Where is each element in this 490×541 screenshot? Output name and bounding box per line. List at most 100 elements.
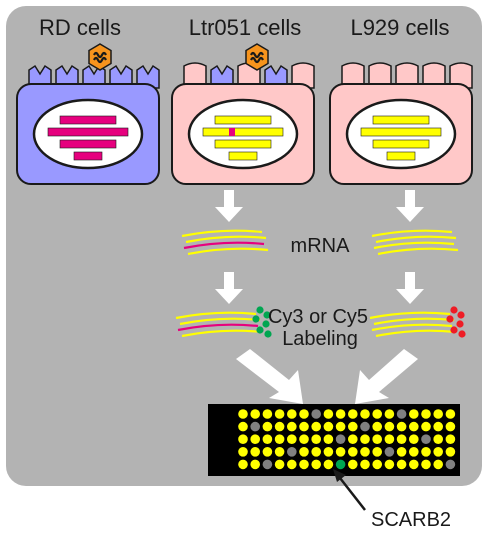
arrow-to-array-left bbox=[236, 349, 303, 404]
gene-bar bbox=[386, 151, 416, 161]
mrna-bundle-l929 bbox=[371, 229, 459, 256]
array-spot bbox=[360, 447, 370, 457]
gene-bar bbox=[228, 151, 258, 161]
array-spot bbox=[262, 459, 273, 470]
gene-bar-segment bbox=[229, 128, 235, 136]
mrna-label: mRNA bbox=[291, 235, 351, 257]
array-spot bbox=[409, 421, 419, 432]
labeling-label-line2: Labeling bbox=[282, 328, 358, 350]
labeling-label-line1: Cy3 or Cy5 bbox=[268, 306, 368, 328]
array-spot bbox=[409, 409, 419, 419]
arrow-l929-to-mrna bbox=[396, 190, 424, 222]
label-dot bbox=[446, 315, 454, 323]
array-spot bbox=[421, 421, 431, 432]
array-spot bbox=[287, 459, 297, 470]
array-spot bbox=[433, 421, 444, 432]
array-spot bbox=[396, 434, 407, 445]
array-spot bbox=[299, 434, 309, 445]
array-spot bbox=[360, 459, 370, 470]
mrna-strand bbox=[371, 229, 453, 238]
mrna-strand bbox=[377, 247, 459, 256]
array-spot bbox=[274, 459, 285, 470]
label-dot bbox=[262, 320, 270, 328]
surface-protein bbox=[422, 62, 446, 89]
array-spot bbox=[445, 447, 456, 457]
mrna-strand bbox=[183, 241, 265, 250]
mrna-strand bbox=[187, 247, 269, 256]
array-spot bbox=[409, 447, 419, 457]
array-spot bbox=[311, 434, 322, 445]
array-spot bbox=[396, 447, 407, 457]
gene-bar bbox=[372, 115, 430, 125]
array-spot bbox=[384, 409, 395, 419]
mrna-strand bbox=[181, 329, 263, 338]
label-dot bbox=[263, 311, 271, 319]
array-spot bbox=[274, 421, 285, 432]
array-spot bbox=[250, 409, 260, 419]
array-spot bbox=[287, 409, 297, 419]
array-spot bbox=[433, 447, 444, 457]
mrna-strand bbox=[181, 229, 263, 238]
array-spot bbox=[238, 447, 248, 457]
array-spot bbox=[348, 409, 358, 419]
gene-bar bbox=[73, 151, 103, 161]
gene-bar bbox=[214, 139, 272, 149]
mrna-strand bbox=[371, 323, 453, 332]
array-spot bbox=[372, 434, 383, 445]
mrna-strand bbox=[175, 311, 257, 320]
array-spot bbox=[323, 459, 334, 470]
array-spot bbox=[238, 409, 248, 419]
label-dot bbox=[252, 315, 260, 323]
array-spot bbox=[335, 459, 346, 470]
arrow-mrna-to-labeling-left bbox=[215, 272, 243, 304]
array-spot bbox=[409, 434, 419, 445]
array-spot bbox=[445, 459, 456, 470]
array-spot bbox=[421, 447, 431, 457]
array-spot bbox=[421, 409, 431, 419]
labeled-bundle-ltr051 bbox=[175, 306, 272, 338]
array-spot bbox=[433, 409, 444, 419]
array-spot bbox=[409, 459, 419, 470]
rd-cells-label: RD cells bbox=[39, 15, 121, 40]
scarb2-pointer bbox=[333, 469, 366, 511]
ltr051-cells-label: Ltr051 cells bbox=[189, 15, 302, 40]
array-spot bbox=[445, 434, 456, 445]
array-spot bbox=[396, 459, 407, 470]
array-spot bbox=[360, 409, 370, 419]
l929-cells-label: L929 cells bbox=[350, 15, 449, 40]
virus-rd bbox=[88, 43, 112, 71]
array-spot bbox=[299, 459, 309, 470]
array-spot bbox=[384, 459, 395, 470]
array-spot bbox=[311, 421, 322, 432]
gene-bar bbox=[372, 139, 430, 149]
array-spot bbox=[372, 459, 383, 470]
array-spot bbox=[433, 434, 444, 445]
array-spot bbox=[238, 421, 248, 432]
array-spot bbox=[421, 434, 431, 445]
array-spot bbox=[335, 447, 346, 457]
array-spot bbox=[274, 434, 285, 445]
surface-protein bbox=[368, 62, 392, 89]
array-spot bbox=[250, 434, 260, 445]
array-spot bbox=[360, 434, 370, 445]
surface-protein bbox=[395, 62, 419, 89]
array-spot bbox=[299, 421, 309, 432]
array-spot bbox=[311, 459, 322, 470]
gene-bar bbox=[202, 127, 284, 137]
virus-ltr051 bbox=[245, 43, 269, 71]
microarray-spots bbox=[238, 409, 456, 470]
surface-protein bbox=[183, 62, 207, 89]
array-spot bbox=[274, 409, 285, 419]
array-spot bbox=[335, 421, 346, 432]
array-spot bbox=[262, 421, 273, 432]
gene-bar bbox=[214, 115, 272, 125]
array-spot bbox=[445, 421, 456, 432]
array-spot bbox=[348, 459, 358, 470]
mrna-strand bbox=[185, 235, 267, 244]
array-spot bbox=[262, 447, 273, 457]
cells-group bbox=[16, 62, 473, 185]
array-spot bbox=[323, 421, 334, 432]
label-dot bbox=[457, 311, 465, 319]
arrow-mrna-to-labeling-right bbox=[396, 272, 424, 304]
